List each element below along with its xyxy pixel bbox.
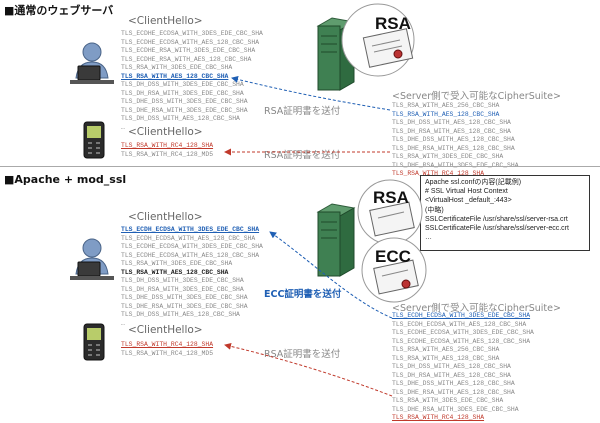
list-item: TLS_RSA_WITH_3DES_EDE_CBC_SHA <box>392 153 504 160</box>
rsa-certificate-icon-bottom: RSA <box>357 179 423 245</box>
list-item-selected: TLS_RSA_WITH_RC4_128_SHA <box>121 341 214 348</box>
rsa-label-bottom: RSA <box>373 188 409 207</box>
list-item: TLS_DH_DSS_WITH_3DES_EDE_CBC_SHA <box>121 277 244 284</box>
send-rsa-label-bottom-mobile: RSA証明書を送付 <box>264 349 341 360</box>
apache-config-box: Apache ssl.confの内容(記載例) # SSL Virtual Ho… <box>420 175 590 251</box>
top-pc-cipher-list: TLS_ECDHE_ECDSA_WITH_3DES_EDE_CBC_SHA TL… <box>121 30 263 132</box>
list-item: TLS_RSA_WITH_3DES_EDE_CBC_SHA <box>392 397 504 404</box>
user-pc-icon-top <box>70 42 114 84</box>
list-item: TLS_DH_DSS_WITH_3DES_EDE_CBC_SHA <box>121 81 244 88</box>
ecc-certificate-icon-bottom: ECC <box>361 237 427 303</box>
list-item: TLS_DHE_RSA_WITH_3DES_EDE_CBC_SHA <box>121 106 248 114</box>
mobile-phone-icon-top <box>83 121 105 159</box>
list-item: TLS_DHE_RSA_WITH_3DES_EDE_CBC_SHA <box>121 302 248 310</box>
config-line: Apache ssl.confの内容(記載例) <box>425 179 522 186</box>
list-item: … <box>121 319 125 327</box>
list-item-selected: TLS_RSA_WITH_AES_128_CBC_SHA <box>121 72 229 80</box>
list-item: TLS_DHE_RSA_WITH_AES_128_CBC_SHA <box>392 144 515 152</box>
list-item: TLS_ECDHE_RSA_WITH_AES_128_CBC_SHA <box>121 55 252 63</box>
config-line: (中略) <box>425 206 444 214</box>
list-item: TLS_RSA_WITH_3DES_EDE_CBC_SHA <box>121 260 233 267</box>
bottom-mobile-cipher-list: TLS_RSA_WITH_RC4_128_SHA TLS_RSA_WITH_RC… <box>121 341 213 358</box>
list-item: TLS_DH_RSA_WITH_3DES_EDE_CBC_SHA <box>121 285 244 293</box>
bottom-pc-cipher-list: TLS_ECDH_ECDSA_WITH_3DES_EDE_CBC_SHA TLS… <box>121 226 263 328</box>
client-hello-label-top-mobile: <ClientHello> <box>128 126 203 138</box>
list-item: TLS_ECDHE_ECDSA_WITH_AES_128_CBC_SHA <box>121 38 260 46</box>
list-item: TLS_DHE_RSA_WITH_3DES_EDE_CBC_SHA <box>392 405 519 413</box>
list-item: TLS_DH_DSS_WITH_AES_128_CBC_SHA <box>392 363 511 370</box>
list-item: TLS_RSA_WITH_RC4_128_MD5 <box>121 349 214 357</box>
list-item: TLS_DH_RSA_WITH_AES_128_CBC_SHA <box>392 127 511 135</box>
list-item: TLS_RSA_WITH_AES_256_CBC_SHA <box>392 346 500 353</box>
send-rsa-label-top-pc: RSA証明書を送付 <box>264 106 341 117</box>
list-item-selected: TLS_RSA_WITH_RC4_128_SHA <box>392 414 485 421</box>
list-item-selected: TLS_RSA_WITH_AES_128_CBC_SHA <box>392 110 500 118</box>
config-line: # SSL Virtual Host Context <box>425 188 508 196</box>
list-item: TLS_DHE_DSS_WITH_3DES_EDE_CBC_SHA <box>121 98 248 105</box>
list-item: TLS_ECDHE_ECDSA_WITH_AES_128_CBC_SHA <box>121 251 260 259</box>
list-item: TLS_DHE_RSA_WITH_AES_128_CBC_SHA <box>392 388 515 396</box>
list-item: TLS_RSA_WITH_RC4_128_MD5 <box>121 150 214 158</box>
client-hello-label-bottom-mobile: <ClientHello> <box>128 324 203 336</box>
config-line: SSLCertificateFile /usr/share/ssl/server… <box>425 215 568 223</box>
ecc-label-bottom: ECC <box>375 247 411 266</box>
list-item: TLS_RSA_WITH_AES_128_CBC_SHA <box>392 354 500 362</box>
server-suites-title-top: <Server側で受入可能なCipherSuite> <box>392 91 561 102</box>
server-suites-title-bottom: <Server側で受入可能なCipherSuite> <box>392 303 561 314</box>
list-item: TLS_RSA_WITH_3DES_EDE_CBC_SHA <box>121 64 233 71</box>
list-item: TLS_DH_RSA_WITH_AES_128_CBC_SHA <box>392 371 511 379</box>
send-rsa-label-top-mobile: RSA証明書を送付 <box>264 150 341 161</box>
list-item: TLS_DHE_RSA_WITH_3DES_EDE_CBC_SHA <box>392 161 519 169</box>
config-line: … <box>425 234 432 242</box>
section-title-normal: ■通常のウェブサーバ <box>4 4 114 17</box>
list-item: TLS_ECDHE_ECDSA_WITH_AES_128_CBC_SHA <box>392 337 531 345</box>
rsa-label-top: RSA <box>375 14 411 33</box>
mobile-phone-icon-bottom <box>83 323 105 361</box>
config-line: <VirtualHost _default_:443> <box>425 197 512 205</box>
list-item: TLS_ECDH_ECDSA_WITH_AES_128_CBC_SHA <box>392 320 527 328</box>
list-item: TLS_DHE_DSS_WITH_AES_128_CBC_SHA <box>392 380 515 387</box>
server-icon-top <box>316 17 356 91</box>
section-title-apache: ■Apache + mod_ssl <box>4 173 127 186</box>
server-icon-bottom <box>316 203 356 277</box>
config-line: SSLCertificateFile /usr/share/ssl/server… <box>425 225 569 233</box>
list-item-selected: TLS_RSA_WITH_RC4_128_SHA <box>392 170 485 177</box>
top-server-cipher-list: TLS_RSA_WITH_AES_256_CBC_SHA TLS_RSA_WIT… <box>392 102 519 179</box>
bottom-server-cipher-list: TLS_ECDH_ECDSA_WITH_3DES_EDE_CBC_SHA TLS… <box>392 312 534 423</box>
rsa-certificate-icon-top: RSA <box>341 3 415 77</box>
list-item-selected: TLS_ECDH_ECDSA_WITH_3DES_EDE_CBC_SHA <box>392 312 531 319</box>
list-item: … <box>121 123 125 131</box>
list-item: TLS_ECDHE_RSA_WITH_3DES_EDE_CBC_SHA <box>121 47 256 54</box>
list-item: TLS_DH_DSS_WITH_AES_128_CBC_SHA <box>121 311 240 318</box>
list-item: TLS_DHE_DSS_WITH_3DES_EDE_CBC_SHA <box>121 294 248 301</box>
list-item: TLS_DH_DSS_WITH_AES_128_CBC_SHA <box>392 119 511 126</box>
arrow-ecc-to-pc-bottom <box>269 231 393 319</box>
list-item: TLS_ECDHE_ECDSA_WITH_3DES_EDE_CBC_SHA <box>121 243 263 250</box>
list-item-selected: TLS_RSA_WITH_RC4_128_SHA <box>121 142 214 149</box>
client-hello-label-top-pc: <ClientHello> <box>128 15 203 27</box>
list-item: TLS_ECDHE_ECDSA_WITH_3DES_EDE_CBC_SHA <box>121 30 263 37</box>
list-item: TLS_DH_RSA_WITH_3DES_EDE_CBC_SHA <box>121 89 244 97</box>
list-item: TLS_ECDHE_ECDSA_WITH_3DES_EDE_CBC_SHA <box>392 329 534 336</box>
list-item: TLS_ECDH_ECDSA_WITH_AES_128_CBC_SHA <box>121 234 256 242</box>
list-item-selected: TLS_ECDH_ECDSA_WITH_3DES_EDE_CBC_SHA <box>121 226 260 233</box>
list-item: TLS_RSA_WITH_AES_256_CBC_SHA <box>392 102 500 109</box>
list-item: TLS_DHE_DSS_WITH_AES_128_CBC_SHA <box>392 136 515 143</box>
top-mobile-cipher-list: TLS_RSA_WITH_RC4_128_SHA TLS_RSA_WITH_RC… <box>121 142 213 159</box>
client-hello-label-bottom-pc: <ClientHello> <box>128 211 203 223</box>
list-item: TLS_RSA_WITH_AES_128_CBC_SHA <box>121 268 229 276</box>
user-pc-icon-bottom <box>70 238 114 280</box>
send-ecc-label: ECC証明書を送付 <box>264 289 342 300</box>
section-divider <box>0 166 600 167</box>
list-item: TLS_DH_DSS_WITH_AES_128_CBC_SHA <box>121 115 240 122</box>
